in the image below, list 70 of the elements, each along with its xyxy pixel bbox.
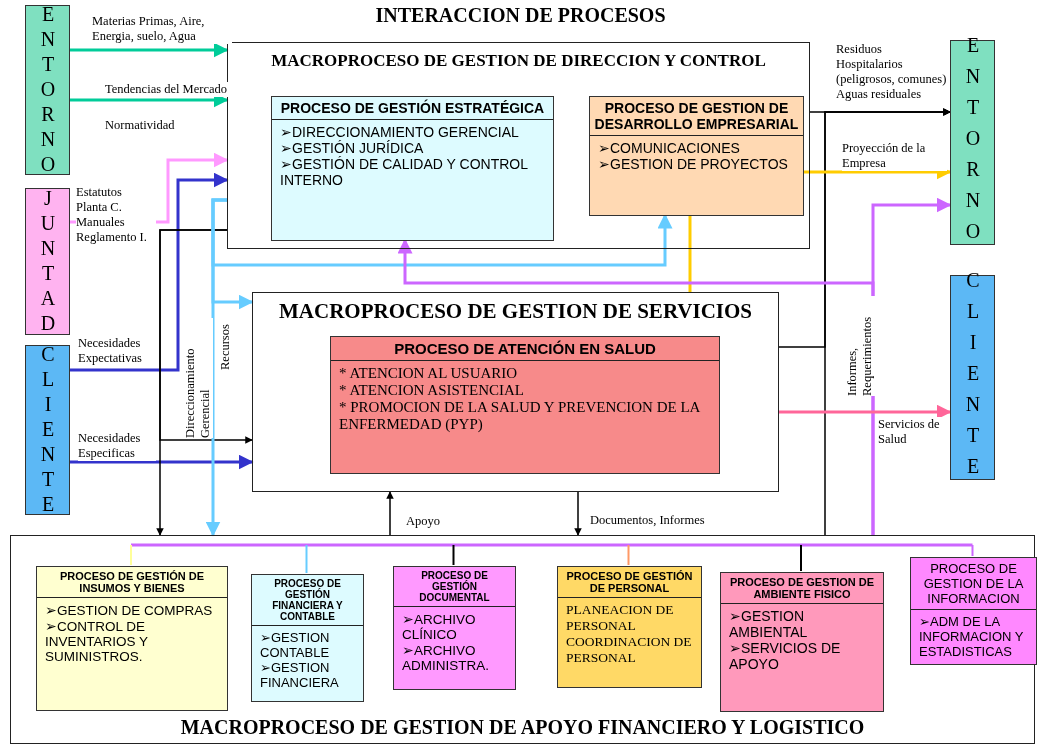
- band-label: ENTORNO: [961, 34, 984, 251]
- process-box: [589, 96, 804, 216]
- group-title: MACROPROCESO DE GESTION DE APOYO FINANCIERO Y LOGISTICO: [179, 716, 866, 739]
- group-box: [227, 42, 810, 249]
- list-item: ➢GESTIÓN DE CALIDAD Y CONTROL INTERNO: [279, 156, 529, 188]
- list-item: ➢GESTIÓN JURÍDICA: [279, 140, 425, 156]
- arrow: [205, 198, 227, 537]
- list-item: ➢SERVICIOS DE APOYO: [728, 640, 842, 672]
- side-band: [25, 345, 70, 515]
- box-heading: PROCESO DE GESTION DE AMBIENTE FISICO: [721, 573, 883, 604]
- arrow: [70, 454, 254, 470]
- list-item: COORDINACION DE PERSONAL: [565, 634, 693, 666]
- process-box: [393, 566, 516, 690]
- group-box: [252, 292, 779, 492]
- edge-label: Necesidades Especificas: [78, 431, 156, 461]
- arrow: [824, 108, 951, 536]
- box-heading: PROCESO DE GESTIÓN DOCUMENTAL: [394, 567, 515, 607]
- list-item: PLANEACION DE PERSONAL: [565, 601, 675, 634]
- edge-label: Direccionamiento Gerencial: [183, 318, 213, 438]
- box-heading: PROCESO DE GESTIÓN DE PERSONAL: [558, 567, 701, 598]
- process-box: [720, 572, 884, 712]
- process-box: [271, 96, 554, 241]
- box-heading: PROCESO DE GESTION DE LA INFORMACION: [911, 558, 1036, 610]
- list-item: ➢ARCHIVO CLÍNICO: [401, 611, 477, 642]
- group-box: [10, 535, 1035, 744]
- arrow: [779, 404, 952, 420]
- process-box: [557, 566, 702, 688]
- box-heading: PROCESO DE GESTIÓN FINANCIERA Y CONTABLE: [252, 575, 363, 626]
- list-item: ➢COMUNICACIONES: [597, 139, 741, 156]
- group-title: MACROPROCESO DE GESTION DE DIRECCION Y CONTROL: [270, 51, 767, 71]
- arrow: [70, 172, 229, 372]
- box-heading: PROCESO DE GESTION DE DESARROLLO EMPRESARIAL: [590, 97, 803, 136]
- list-item: ➢ARCHIVO ADMINISTRA.: [401, 642, 490, 673]
- edge-label: Informes, Requerimientos: [845, 296, 875, 396]
- list-item: ➢GESTION CONTABLE: [259, 629, 331, 660]
- arrow: [70, 42, 229, 58]
- band-label: CLIENTE: [36, 342, 59, 518]
- list-item: * PROMOCION DE LA SALUD Y PREVENCION DE LA ENFERMEDAD (PYP): [338, 399, 701, 433]
- band-label: JUNTAD: [36, 186, 59, 337]
- box-heading: PROCESO DE GESTIÓN DE INSUMOS Y BIENES: [37, 567, 227, 598]
- band-label: ENTORNO: [36, 2, 59, 178]
- process-box: [910, 557, 1037, 665]
- process-box: [36, 566, 228, 711]
- list-item: ➢GESTION DE PROYECTOS: [597, 156, 789, 172]
- edge-label: Materias Primas, Aire, Energia, suelo, Agua: [92, 14, 232, 44]
- edge-label: Proyección de la Empresa: [842, 141, 947, 171]
- edge-label: Residuos Hospitalarios (peligrosos, comunes) Aguas residuales: [836, 42, 948, 102]
- box-heading: PROCESO DE ATENCIÓN EN SALUD: [331, 337, 719, 361]
- connector-line: [688, 215, 692, 292]
- band-label: CLIENTE: [961, 269, 984, 486]
- side-band: [950, 275, 995, 480]
- side-band: [25, 5, 70, 175]
- process-box: [251, 574, 364, 702]
- side-band: [950, 40, 995, 245]
- list-item: ➢GESTION FINANCIERA: [259, 660, 340, 690]
- list-item: ➢ADM DE LA INFORMACION Y ESTADISTICAS: [918, 613, 1025, 659]
- arrow: [386, 491, 394, 536]
- list-item: ➢GESTION AMBIENTAL: [728, 607, 809, 640]
- list-item: * ATENCION AL USUARIO: [338, 364, 519, 382]
- side-band: [25, 188, 70, 335]
- box-heading: PROCESO DE GESTIÓN ESTRATÉGICA: [272, 97, 553, 120]
- process-box: [330, 336, 720, 474]
- edge-label: Estatutos Planta C. Manuales Reglamento I.: [76, 185, 156, 245]
- list-item: ➢GESTION DE COMPRAS: [44, 602, 214, 618]
- list-item: * ATENCION ASISTENCIAL: [338, 382, 525, 399]
- arrow: [574, 491, 582, 536]
- group-title: MACROPROCESO DE GESTION DE SERVICIOS: [278, 299, 753, 324]
- list-item: ➢DIRECCIONAMIENTO GERENCIAL: [279, 123, 520, 140]
- arrow: [156, 229, 228, 536]
- list-item: ➢CONTROL DE INVENTARIOS Y SUMINISTROS.: [44, 618, 149, 664]
